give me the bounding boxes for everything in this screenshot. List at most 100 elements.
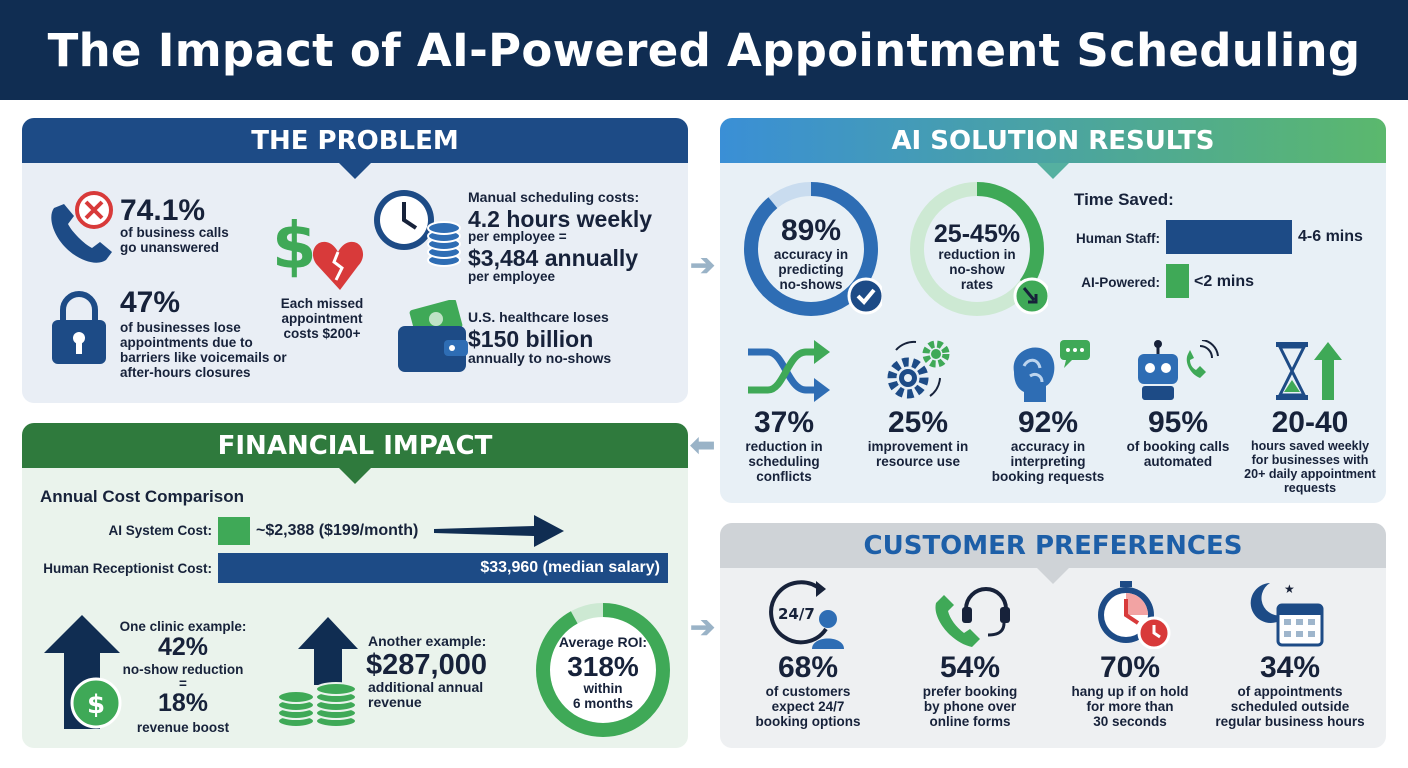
preference-line: 30 seconds xyxy=(1093,714,1167,729)
ai-powered-label: AI-Powered: xyxy=(1081,275,1160,290)
lost-appointments-text2: appointments due to xyxy=(120,335,253,350)
brain-chat-icon xyxy=(1008,338,1092,409)
missed-cost-text2: appointment xyxy=(281,311,363,326)
shuffle-icon xyxy=(744,340,832,407)
clinic-text1: no-show reduction xyxy=(122,662,244,677)
lock-icon xyxy=(50,290,108,371)
clinic-text2: revenue boost xyxy=(136,720,230,735)
solution-stat-line: of booking calls xyxy=(1126,439,1230,454)
arrow-right-icon: ➔ xyxy=(690,249,716,282)
preference-line: regular business hours xyxy=(1215,714,1365,729)
lost-appointments-value: 47% xyxy=(120,286,181,319)
solution-stat-value: 20-40 xyxy=(1271,406,1349,439)
unanswered-calls-value: 74.1% xyxy=(120,194,206,227)
roi-ring xyxy=(536,603,670,737)
no-show-text3: rates xyxy=(960,277,994,292)
solution-stat-line: interpreting xyxy=(1010,454,1086,469)
24-7-badge: 24/7 xyxy=(778,605,815,623)
preference-line: of appointments xyxy=(1237,684,1343,699)
roi-label: Average ROI: xyxy=(558,634,648,650)
ai-powered-value: <2 mins xyxy=(1194,273,1255,290)
solution-stat-value: 37% xyxy=(753,406,815,439)
no-show-text1: reduction in xyxy=(938,247,1016,262)
ai-cost-value: ~$2,388 ($199/month) xyxy=(256,522,419,539)
unanswered-calls-text2: go unanswered xyxy=(120,240,220,255)
preference-line: by phone over xyxy=(923,699,1017,714)
svg-text:$: $ xyxy=(87,690,105,720)
predicting-text1: accuracy in xyxy=(773,247,849,262)
clinic-value2: 18% xyxy=(157,689,209,717)
human-staff-label: Human Staff: xyxy=(1076,231,1160,246)
dollar-broken-heart-icon: $ xyxy=(270,206,366,297)
hourglass-up-icon xyxy=(1274,340,1344,407)
another-example-text2: revenue xyxy=(368,694,422,710)
wallet-icon xyxy=(394,298,474,381)
manual-cost-text1: per employee = xyxy=(468,229,567,244)
healthcare-loss-text: annually to no-shows xyxy=(468,350,612,366)
preference-line: scheduled outside xyxy=(1230,699,1350,714)
preference-line: hang up if on hold xyxy=(1071,684,1189,699)
solution-stat-line: requests xyxy=(1283,481,1337,495)
solution-stat-value: 92% xyxy=(1017,406,1079,439)
clinic-label: One clinic example: xyxy=(119,619,247,634)
manual-cost-text2: per employee xyxy=(468,269,556,284)
preference-line: online forms xyxy=(929,714,1011,729)
solution-stat-line: for businesses with xyxy=(1251,453,1369,467)
preference-value: 34% xyxy=(1259,651,1321,684)
solution-stat-line: scheduling xyxy=(748,454,820,469)
arrow-right-lower-icon: ➔ xyxy=(690,611,716,644)
long-arrow-icon xyxy=(434,515,564,547)
ring-no-show xyxy=(910,182,1048,316)
ai-cost-bar xyxy=(218,517,250,545)
preference-value: 68% xyxy=(777,651,839,684)
ai-cost-label: AI System Cost: xyxy=(108,523,212,538)
preference-value: 54% xyxy=(939,651,1001,684)
missed-cost-text3: costs $200+ xyxy=(283,326,361,341)
manual-cost-label: Manual scheduling costs: xyxy=(468,189,640,205)
another-example-value: $287,000 xyxy=(366,649,487,681)
phone-headset-icon xyxy=(932,579,1012,654)
cost-comparison-title: Annual Cost Comparison xyxy=(40,487,245,506)
preference-value: 70% xyxy=(1099,651,1161,684)
clinic-value1: 42% xyxy=(157,633,209,661)
moon-calendar-icon: ★ xyxy=(1250,579,1330,654)
lost-appointments-text3: barriers like voicemails or xyxy=(120,350,287,365)
unanswered-calls-text1: of business calls xyxy=(120,225,229,240)
solution-stat-line: conflicts xyxy=(756,469,812,484)
page-title: The Impact of AI-Powered Appointment Sch… xyxy=(0,0,1408,100)
time-saved-title: Time Saved: xyxy=(1074,190,1174,209)
human-staff-bar xyxy=(1166,220,1292,254)
solution-stat-line: booking requests xyxy=(991,469,1105,484)
predicting-text3: no-shows xyxy=(779,277,843,292)
financial-panel: FINANCIAL IMPACT Annual Cost Comparison … xyxy=(22,423,688,748)
preferences-title: CUSTOMER PREFERENCES xyxy=(720,523,1386,584)
clock-coins-icon xyxy=(370,186,466,273)
another-example-text1: additional annual xyxy=(368,679,484,695)
solution-stat-line: reduction in xyxy=(745,439,823,454)
problem-panel: THE PROBLEM 74.1% of business calls go u… xyxy=(22,118,688,403)
preference-line: for more than xyxy=(1086,699,1174,714)
preference-line: prefer booking xyxy=(922,684,1018,699)
solution-panel: AI SOLUTION RESULTS 89% accuracy in pred… xyxy=(720,118,1386,503)
predicting-value: 89% xyxy=(780,214,842,247)
solution-stat-line: 20+ daily appointment xyxy=(1244,467,1376,481)
preference-line: booking options xyxy=(755,714,861,729)
ai-powered-bar xyxy=(1166,264,1189,298)
gears-icon xyxy=(882,338,956,409)
roi-value: 318% xyxy=(567,651,639,682)
missed-cost-text1: Each missed xyxy=(280,296,364,311)
svg-text:$: $ xyxy=(272,210,317,284)
arrow-up-dollar-icon: $ xyxy=(40,613,124,736)
solution-stat-line: resource use xyxy=(875,454,961,469)
lost-appointments-text4: after-hours closures xyxy=(120,365,251,380)
another-example-label: Another example: xyxy=(368,633,487,649)
stopwatch-clock-icon xyxy=(1092,579,1172,654)
solution-stat-line: accuracy in xyxy=(1010,439,1086,454)
financial-title: FINANCIAL IMPACT xyxy=(22,423,688,484)
ring-predicting xyxy=(744,182,882,316)
human-cost-label: Human Receptionist Cost: xyxy=(43,561,212,576)
human-cost-bar: $33,960 (median salary) xyxy=(218,553,668,583)
preference-line: of customers xyxy=(765,684,851,699)
24-7-person-icon: 24/7 xyxy=(768,579,848,654)
clinic-eq: = xyxy=(179,676,187,691)
